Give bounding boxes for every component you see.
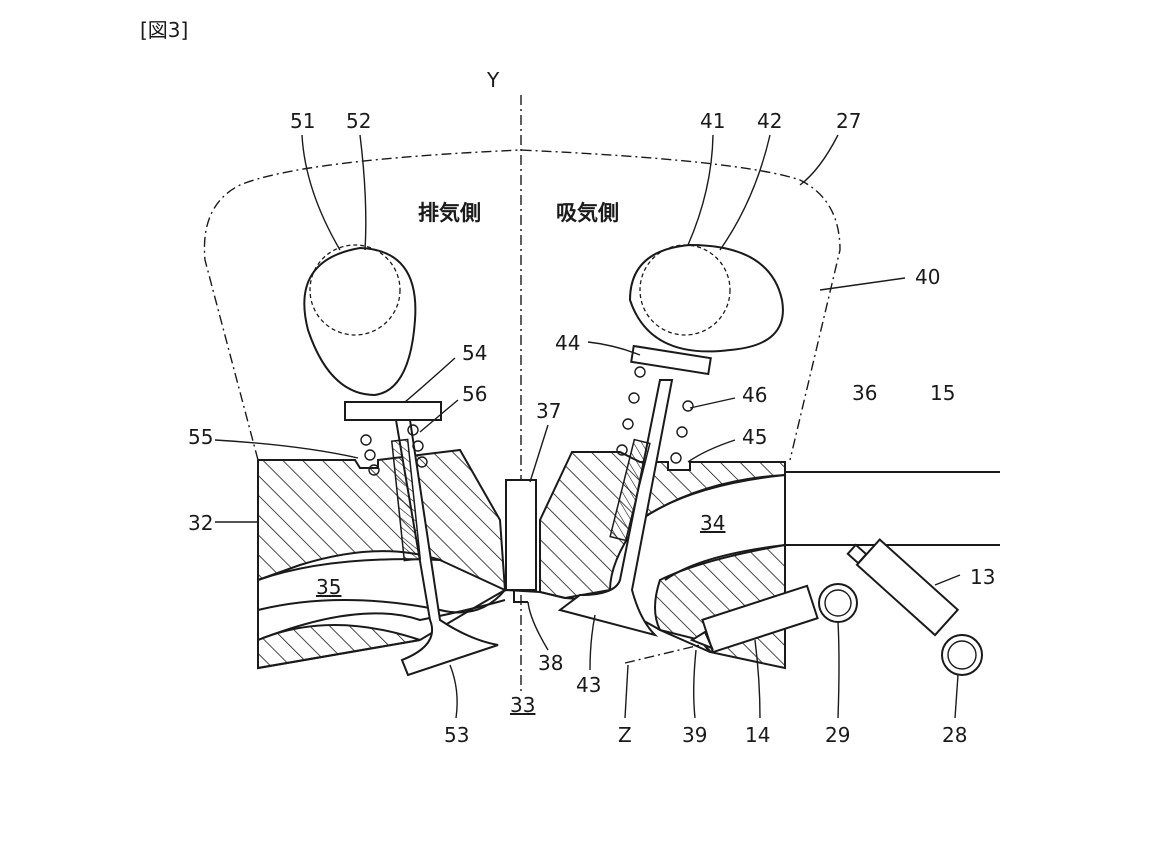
ref-29: 29 xyxy=(825,723,850,747)
ref-45: 45 xyxy=(742,425,767,449)
ref-54: 54 xyxy=(462,341,487,365)
ref-56: 56 xyxy=(462,382,487,406)
ref-46: 46 xyxy=(742,383,767,407)
spark-plug xyxy=(506,480,536,590)
exhaust-cam xyxy=(304,248,415,395)
figure-label: [図3] xyxy=(140,18,188,42)
ref-35: 35 xyxy=(316,575,341,599)
ref-15: 15 xyxy=(930,381,955,405)
ref-37: 37 xyxy=(536,399,561,423)
ref-39: 39 xyxy=(682,723,707,747)
ref-41: 41 xyxy=(700,109,725,133)
ref-34: 34 xyxy=(700,511,725,535)
ref-51: 51 xyxy=(290,109,315,133)
axis-label-y: Y xyxy=(486,68,500,92)
ref-13: 13 xyxy=(970,565,995,589)
ref-40: 40 xyxy=(915,265,940,289)
ref-38: 38 xyxy=(538,651,563,675)
ref-33: 33 xyxy=(510,693,535,717)
ref-55: 55 xyxy=(188,425,213,449)
exhaust-side-label: 排気側 xyxy=(418,201,481,225)
ref-42: 42 xyxy=(757,109,782,133)
ref-53: 53 xyxy=(444,723,469,747)
exhaust-retainer xyxy=(345,402,441,420)
ref-32: 32 xyxy=(188,511,213,535)
intake-cam xyxy=(630,245,783,351)
injector-13 xyxy=(848,540,982,675)
intake-side-label: 吸気側 xyxy=(556,201,619,225)
ref-28: 28 xyxy=(942,723,967,747)
ref-44: 44 xyxy=(555,331,580,355)
axis-label-z: Z xyxy=(618,723,632,747)
ref-36: 36 xyxy=(852,381,877,405)
ref-43: 43 xyxy=(576,673,601,697)
injector-axis-z xyxy=(625,645,700,663)
ref-14: 14 xyxy=(745,723,770,747)
ref-52: 52 xyxy=(346,109,371,133)
ref-27: 27 xyxy=(836,109,861,133)
